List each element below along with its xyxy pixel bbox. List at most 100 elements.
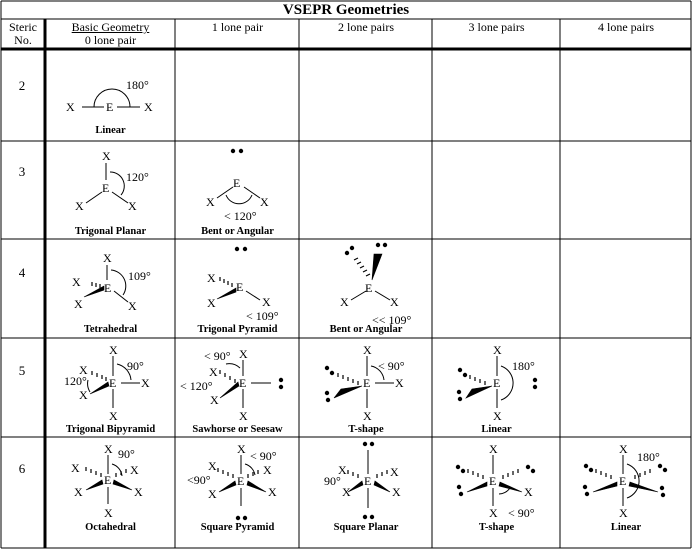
atom-ligand: X bbox=[493, 409, 502, 423]
angle-label: 180° bbox=[637, 450, 660, 464]
header-steric-line-2: No. bbox=[14, 33, 32, 47]
atom-center: E bbox=[364, 474, 371, 488]
atom-ligand: X bbox=[66, 100, 75, 114]
shape-label: Trigonal Bipyramid bbox=[65, 424, 156, 435]
atom-center: E bbox=[236, 280, 243, 294]
atom-ligand: X bbox=[239, 347, 248, 361]
atom-ligand: X bbox=[395, 376, 404, 390]
shape-label: Linear bbox=[610, 522, 642, 533]
shape-label: Trigonal Pyramid bbox=[197, 324, 278, 335]
atom-center: E bbox=[237, 474, 244, 488]
atom-ligand: X bbox=[209, 365, 218, 379]
shape-label: Octahedral bbox=[85, 522, 136, 533]
atom-ligand: X bbox=[340, 295, 349, 309]
atom-center: E bbox=[363, 376, 370, 390]
header-steric-line-1: Steric bbox=[9, 20, 37, 34]
atom-center: E bbox=[239, 376, 246, 390]
atom-ligand: X bbox=[128, 199, 137, 213]
atom-ligand: X bbox=[237, 442, 246, 456]
atom-ligand: X bbox=[363, 343, 372, 357]
atom-ligand: X bbox=[390, 295, 399, 309]
shape-label: Sawhorse or Seesaw bbox=[192, 424, 283, 435]
atom-ligand: X bbox=[71, 461, 80, 475]
molecule-linear-2: X E X 180° bbox=[66, 78, 153, 114]
shape-label: Bent or Angular bbox=[201, 226, 274, 237]
shape-label: Trigonal Planar bbox=[74, 226, 147, 237]
atom-ligand: X bbox=[109, 409, 118, 423]
atom-ligand: X bbox=[493, 343, 502, 357]
angle-label: < 90° bbox=[378, 359, 405, 373]
atom-ligand: X bbox=[392, 485, 401, 499]
angle-label: < 120° bbox=[180, 379, 213, 393]
atom-ligand: X bbox=[104, 506, 113, 520]
angle-label: 90° bbox=[324, 474, 341, 488]
header-three-lone-pairs: 3 lone pairs bbox=[468, 20, 525, 34]
molecule-t-shape-6: X E X < 90° X bbox=[455, 442, 536, 520]
molecule-tetrahedral: X E X X X 109° bbox=[72, 251, 151, 313]
atom-center: E bbox=[104, 473, 111, 487]
angle-label: < 109° bbox=[246, 309, 279, 323]
atom-ligand: X bbox=[72, 275, 81, 289]
molecule-trigonal-bipyramid: X E X X X X 90° 120° bbox=[64, 343, 150, 423]
atom-ligand: X bbox=[268, 485, 277, 499]
atom-ligand: X bbox=[74, 297, 83, 311]
molecule-t-shape-5: X E X X < 90° bbox=[324, 343, 405, 423]
atom-ligand: X bbox=[260, 195, 269, 209]
atom-ligand: X bbox=[102, 149, 111, 163]
shape-label: Tetrahedral bbox=[83, 324, 138, 335]
atom-ligand: X bbox=[342, 485, 351, 499]
shape-label: Square Pyramid bbox=[200, 522, 275, 533]
angle-label: << 109° bbox=[372, 313, 412, 327]
molecule-linear-5: X E X 180° bbox=[456, 343, 538, 423]
atom-ligand: X bbox=[207, 296, 216, 310]
steric-number-6: 6 bbox=[18, 461, 26, 476]
angle-label: < 120° bbox=[224, 209, 257, 223]
atom-center: E bbox=[106, 100, 113, 114]
shape-label: T-shape bbox=[348, 424, 384, 435]
header-four-lone-pairs: 4 lone pairs bbox=[598, 20, 654, 34]
shape-label: Bent or Angular bbox=[329, 324, 403, 335]
steric-number-2: 2 bbox=[18, 78, 26, 93]
shape-label: T-shape bbox=[478, 522, 515, 533]
atom-center: E bbox=[109, 376, 116, 390]
atom-ligand: X bbox=[75, 199, 84, 213]
molecule-bent-4: E X X << 109° bbox=[340, 242, 412, 327]
shape-label: Linear bbox=[481, 424, 512, 435]
angle-label: 120° bbox=[126, 170, 149, 184]
atom-ligand: X bbox=[104, 442, 113, 456]
angle-label: <90° bbox=[187, 473, 211, 487]
angle-label: < 90° bbox=[508, 506, 535, 520]
atom-ligand: X bbox=[128, 299, 137, 313]
shape-label: Linear bbox=[95, 125, 126, 136]
atom-ligand: X bbox=[130, 463, 139, 477]
header-basic-geometry: Basic Geometry 0 lone pair bbox=[47, 21, 174, 47]
angle-label: 180° bbox=[126, 78, 149, 92]
header-basic-geometry-label: Basic Geometry bbox=[71, 20, 150, 34]
atom-ligand: X bbox=[619, 506, 628, 520]
angle-label: 180° bbox=[512, 359, 535, 373]
atom-center: E bbox=[489, 474, 496, 488]
atom-ligand: X bbox=[390, 465, 399, 479]
molecule-seesaw: < 90° X E X X X < 120° bbox=[180, 347, 284, 423]
angle-label: 120° bbox=[64, 374, 87, 388]
atom-ligand: X bbox=[363, 409, 372, 423]
atom-center: E bbox=[365, 281, 372, 295]
atom-center: E bbox=[619, 474, 626, 488]
page-title: VSEPR Geometries bbox=[282, 2, 410, 18]
molecule-trigonal-planar: X E X X 120° bbox=[75, 149, 149, 213]
atom-center: E bbox=[104, 281, 111, 295]
atom-ligand: X bbox=[263, 463, 272, 477]
atom-ligand: X bbox=[206, 195, 215, 209]
steric-number-3: 3 bbox=[18, 164, 26, 179]
atom-ligand: X bbox=[144, 100, 153, 114]
atom-ligand: X bbox=[619, 442, 628, 456]
atom-center: E bbox=[233, 176, 240, 190]
atom-ligand: X bbox=[208, 487, 217, 501]
atom-ligand: X bbox=[134, 485, 143, 499]
atom-ligand: X bbox=[210, 393, 219, 407]
atom-ligand: X bbox=[338, 463, 347, 477]
header-two-lone-pairs: 2 lone pairs bbox=[338, 20, 394, 34]
atom-ligand: X bbox=[79, 388, 88, 402]
header-zero-lone-pair: 0 lone pair bbox=[84, 33, 137, 47]
